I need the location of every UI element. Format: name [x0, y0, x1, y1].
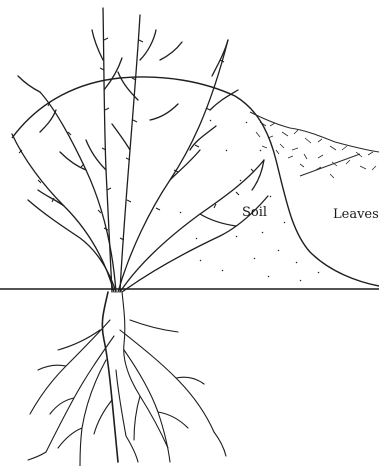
soil-label: Soil: [242, 205, 267, 220]
soil-mound: [12, 77, 379, 286]
root-system: [28, 292, 226, 466]
leaves-label: Leaves: [333, 207, 379, 222]
leaves-pile: [250, 112, 379, 178]
rose-bush-canes: [12, 8, 268, 292]
